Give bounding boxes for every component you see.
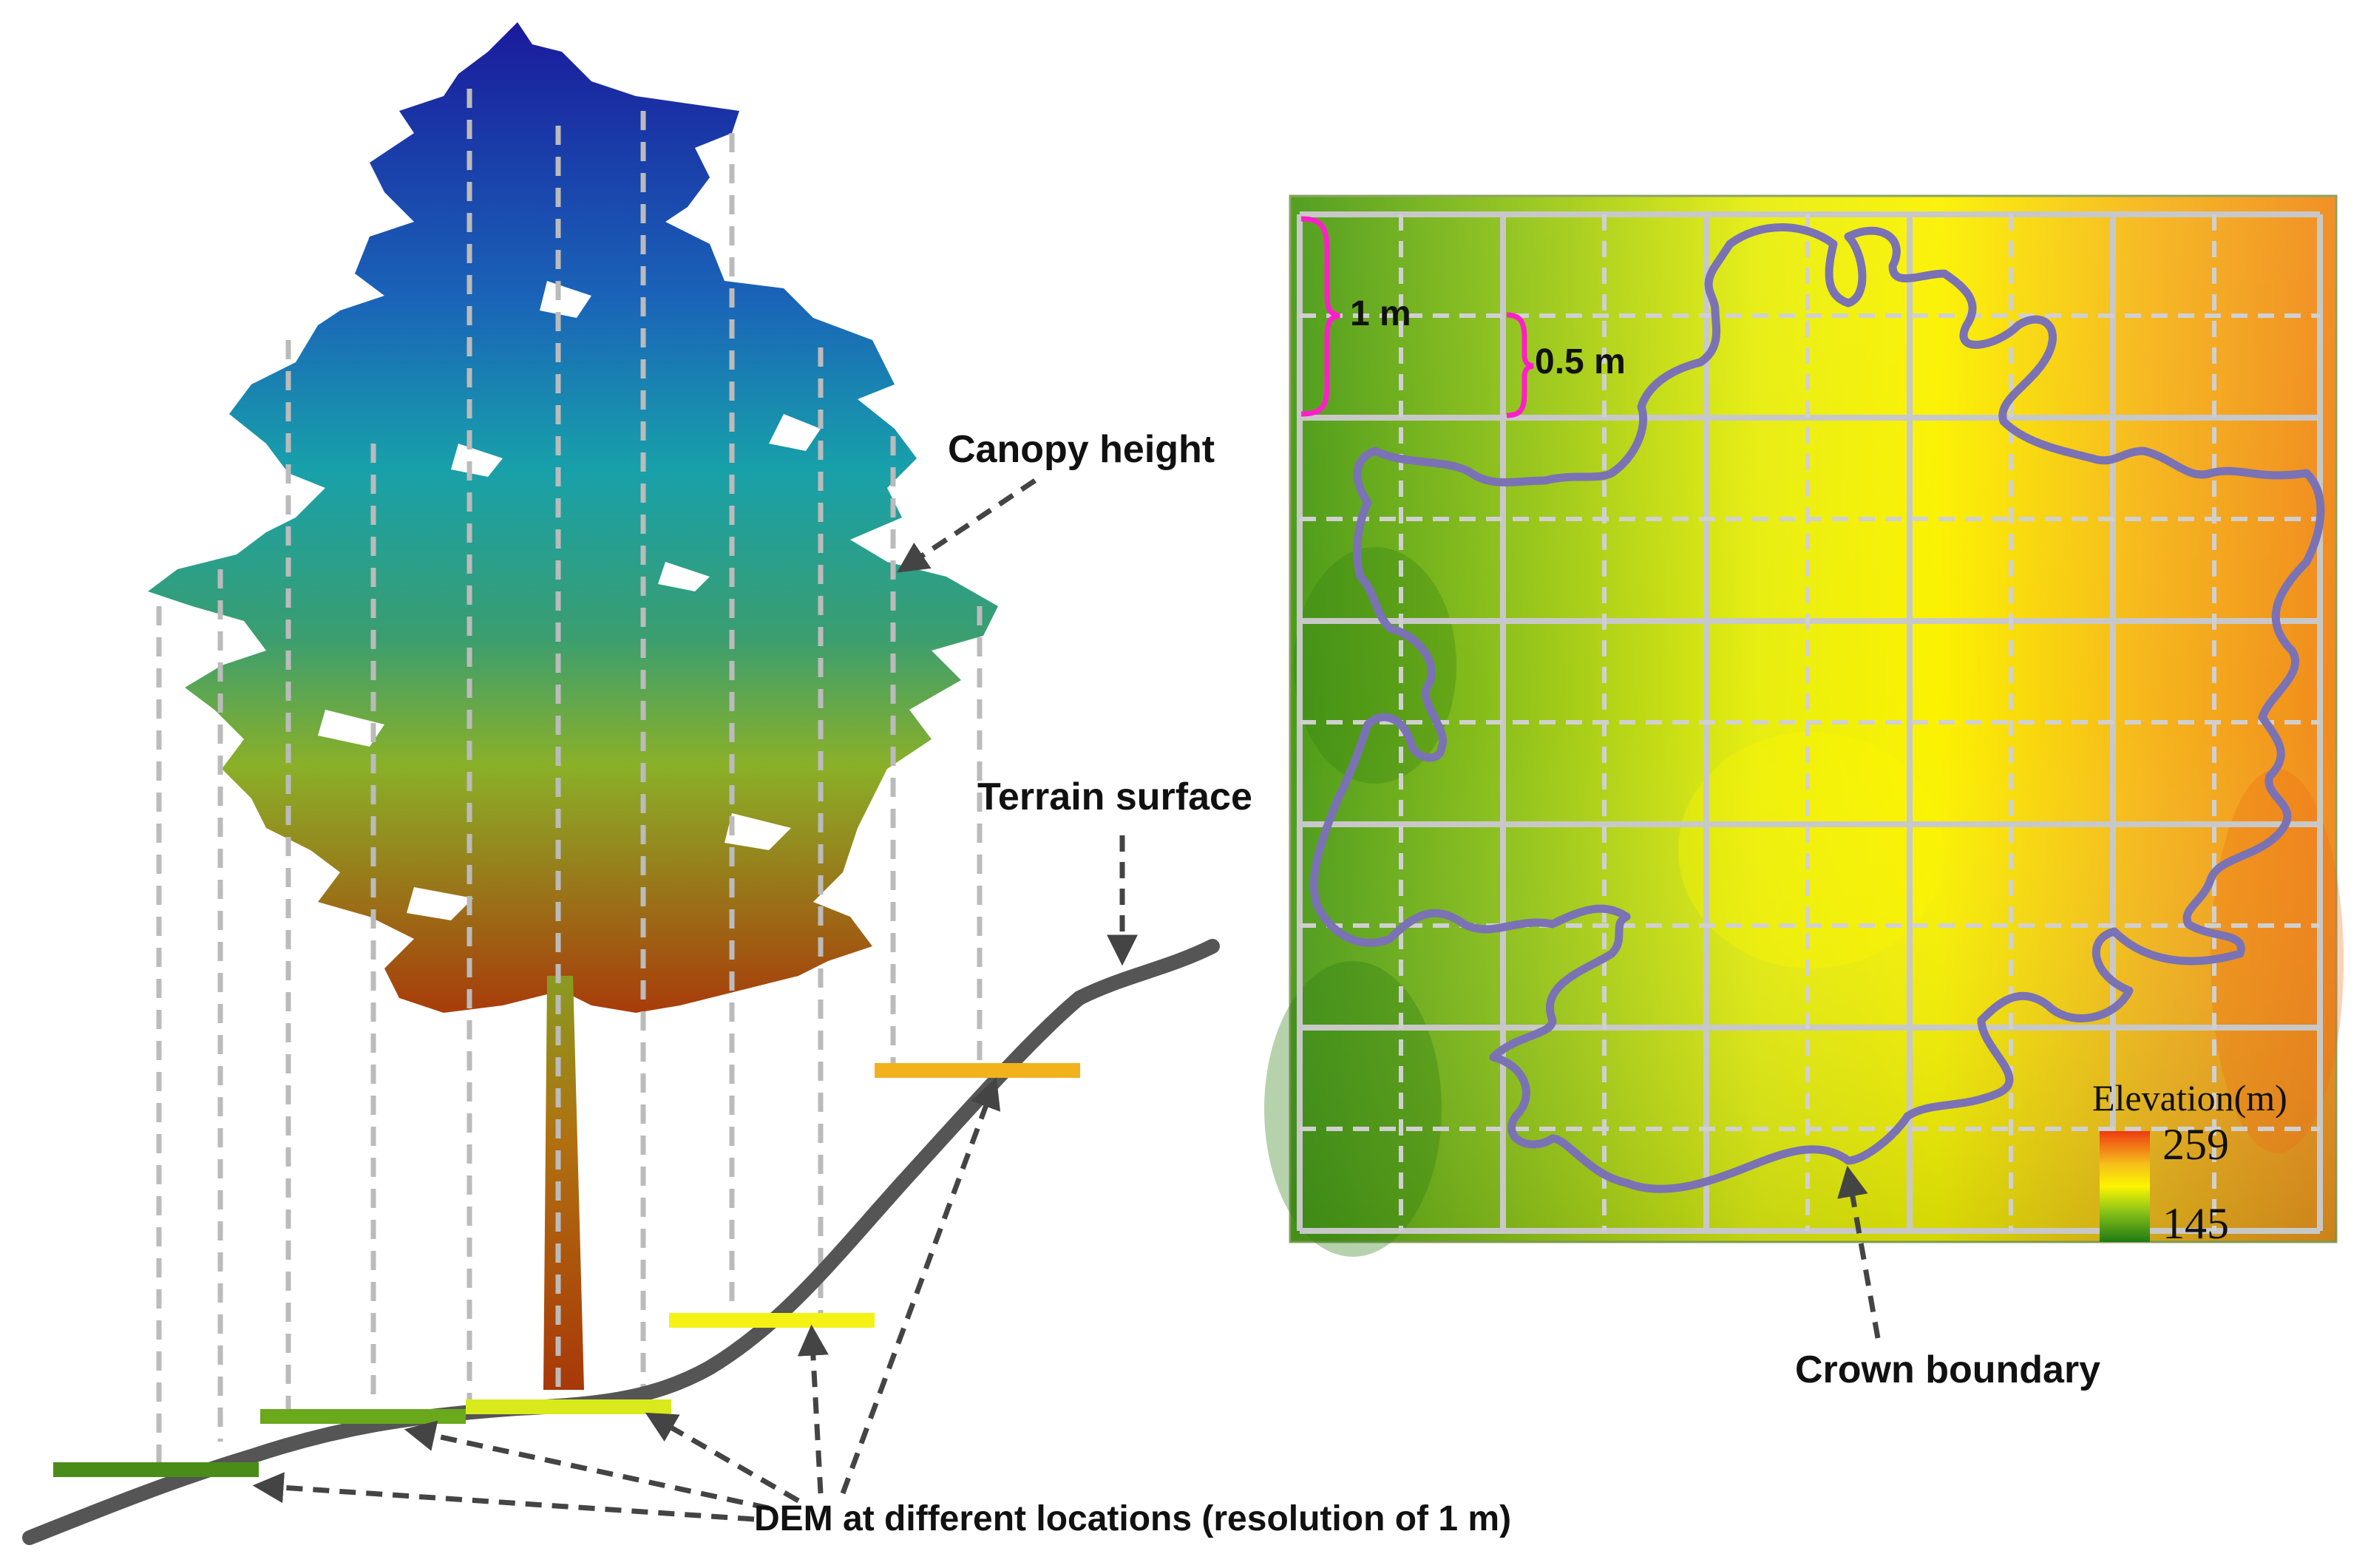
terrain-surface-label: Terrain surface: [977, 775, 1252, 818]
dem-bar-4: [669, 1313, 875, 1328]
tree-panel: Canopy height Terrain surface DEM at dif…: [22, 22, 1511, 1545]
dem-locations-label: DEM at different locations (resolution o…: [754, 1499, 1511, 1538]
dem-map-panel: 1 m 0.5 m Elevation(m) 259 145 Crown bou…: [1264, 194, 2344, 1391]
crown-boundary-label: Crown boundary: [1795, 1348, 2100, 1391]
projection-lines: [156, 89, 983, 1471]
grid-1m-label: 1 m: [1350, 294, 1411, 333]
crown-boundary-line: [1309, 223, 2325, 1193]
canopy-height-label: Canopy height: [948, 428, 1215, 471]
dem-bar-3: [466, 1399, 671, 1414]
dem-bar-2: [260, 1409, 466, 1424]
terrain-surface-line: [22, 939, 1220, 1545]
bracket-1m: [1300, 216, 1340, 417]
tree-trunk: [543, 976, 584, 1390]
legend-color-ramp: [2100, 1131, 2150, 1242]
tree-canopy: [148, 22, 998, 1013]
canopy-height-arrow: [897, 478, 1037, 573]
grid-05m-label: 0.5 m: [1535, 342, 1626, 381]
legend-min: 145: [2162, 1199, 2229, 1248]
dem-arrows: [252, 1077, 1001, 1522]
legend-max: 259: [2162, 1120, 2229, 1169]
dem-bar-5: [875, 1063, 1080, 1078]
legend-title: Elevation(m): [2092, 1077, 2287, 1119]
elevation-legend: Elevation(m) 259 145: [2092, 1077, 2287, 1248]
dem-bar-1: [53, 1462, 259, 1477]
dem-bars: [53, 1063, 1080, 1477]
grid-05m: [1300, 214, 2320, 1231]
crown-boundary-arrow: [1837, 1165, 1881, 1339]
bracket-05m: [1506, 312, 1534, 418]
